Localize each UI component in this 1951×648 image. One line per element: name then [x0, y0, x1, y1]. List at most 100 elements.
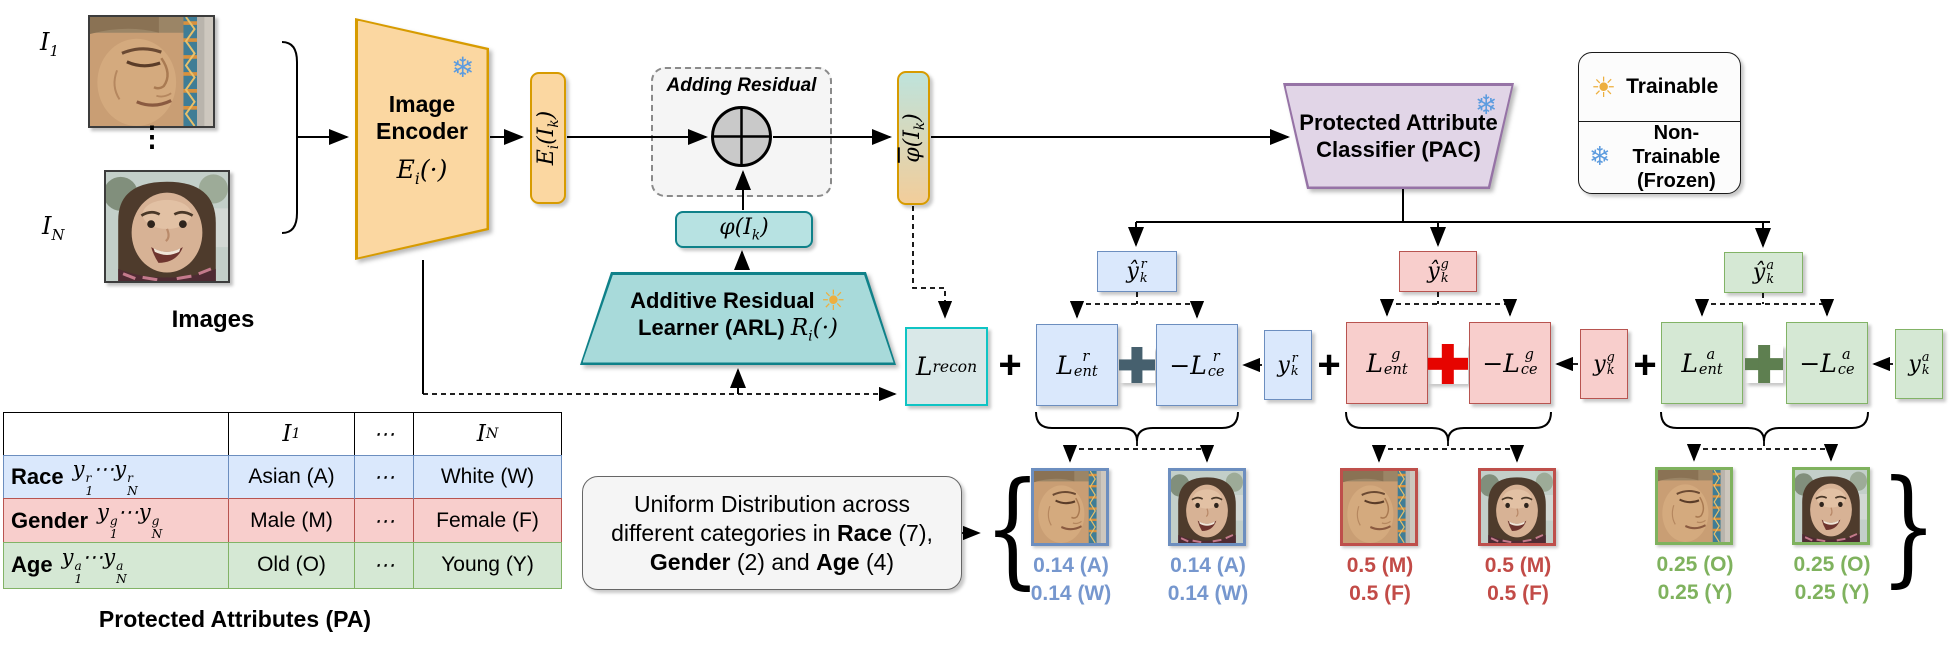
plus-icon-race — [1119, 347, 1155, 383]
gender-probabilities: 0.5 (M) 0.5 (F) — [1318, 552, 1442, 608]
race-dots: ⋯ — [354, 455, 413, 499]
output-face-gender-young — [1478, 468, 1556, 546]
gender-prob-m: 0.5 (M) — [1346, 554, 1414, 577]
table-header-dots: ⋯ — [354, 413, 413, 455]
age-prob-o: 0.25 (O) — [1793, 553, 1871, 576]
arl-title-text2: Learner (ARL) — [638, 314, 785, 340]
pac-node: ❄ Protected Attribute Classifier (PAC) — [1283, 83, 1514, 189]
input-image-1 — [88, 15, 215, 128]
input-image-1-label: I1 — [40, 28, 59, 60]
gender-prob-f: 0.5 (F) — [1487, 582, 1549, 605]
snowflake-icon: ❄ — [451, 50, 475, 84]
plus-operator: + — [1317, 343, 1341, 387]
plus-operator: + — [1633, 343, 1657, 387]
uniform-note-l3b: (2) and — [730, 548, 817, 575]
arl-node: Additive Residual ☀ Learner (ARL) Ri(·) — [580, 272, 896, 365]
race-prob-w: 0.14 (W) — [1030, 582, 1112, 605]
uniform-distribution-note: Uniform Distribution across different ca… — [582, 476, 962, 590]
pac-title-line1: Protected Attribute — [1299, 110, 1498, 135]
image-encoder-node: ❄ Image Encoder Ei(·) — [355, 18, 489, 260]
debiased-label: φ(Ik) — [899, 113, 928, 163]
uniform-note-l2c: (7), — [891, 519, 933, 546]
arl-title-line1: Additive Residual ☀ — [630, 283, 846, 317]
output-face-race-young — [1168, 468, 1246, 546]
age-value-n: Young (Y) — [413, 542, 561, 588]
images-vertical-dots: ⋮ — [138, 120, 166, 153]
output-face-race-old — [1031, 468, 1109, 546]
age-value-1: Old (O) — [228, 542, 354, 588]
race-value-n: White (W) — [413, 455, 561, 499]
encoder-output-label: Ei(Ik) — [533, 110, 563, 166]
table-caption: Protected Attributes (PA) — [98, 606, 372, 632]
encoder-output-feature: Ei(Ik) — [530, 72, 566, 204]
pac-title-line2: Classifier (PAC) — [1316, 137, 1481, 162]
legend-frozen-line2: (Frozen) — [1636, 170, 1716, 192]
residual-feature: φ(Ik) — [675, 211, 813, 248]
trainable-sun-icon: ☀ — [820, 283, 846, 317]
output-face-age-old — [1655, 467, 1733, 545]
plus-icon-gender — [1428, 344, 1468, 384]
trainable-sun-icon: ☀ — [1591, 70, 1617, 104]
plus-operator: + — [998, 343, 1022, 387]
encoder-title-line1: Image — [388, 90, 456, 117]
gender-probabilities: 0.5 (M) 0.5 (F) — [1456, 552, 1580, 608]
race-attr: Race — [11, 464, 64, 489]
legend-divider — [1579, 121, 1740, 122]
uniform-note-gender: Gender — [649, 548, 731, 575]
output-face-age-young — [1792, 467, 1870, 545]
legend: ☀ Trainable ❄ Non-Trainable (Frozen) — [1578, 52, 1741, 194]
uniform-note-line1: Uniform Distribution across — [633, 490, 911, 517]
uniform-note-l3d: (4) — [859, 548, 895, 575]
arl-title-line2: Learner (ARL) Ri(·) — [638, 314, 838, 351]
gender-prob-f: 0.5 (F) — [1349, 582, 1411, 605]
age-prob-o: 0.25 (O) — [1656, 553, 1734, 576]
images-caption: Images — [171, 306, 255, 333]
uniform-note-race: Race — [837, 519, 892, 546]
gender-dots: ⋯ — [354, 499, 413, 542]
legend-frozen-label: Non-Trainable (Frozen) — [1619, 121, 1740, 193]
age-attr: Age — [11, 552, 53, 577]
legend-row-frozen: ❄ Non-Trainable (Frozen) — [1579, 122, 1740, 192]
plus-icon-age — [1745, 345, 1783, 383]
table-header-empty — [4, 413, 228, 455]
race-prob-a: 0.14 (A) — [1033, 554, 1109, 577]
arl-formula: Ri(·) — [790, 314, 838, 345]
race-prob-w: 0.14 (W) — [1167, 582, 1249, 605]
uniform-note-l2a: different categories in — [611, 519, 837, 546]
adding-residual-panel: Adding Residual — [651, 67, 832, 197]
legend-trainable-label: Trainable — [1626, 75, 1719, 98]
race-probabilities: 0.14 (A) 0.14 (W) — [1009, 552, 1133, 608]
legend-frozen-line1: Non-Trainable — [1632, 122, 1721, 168]
input-image-n — [104, 170, 230, 283]
age-probabilities: 0.25 (O) 0.25 (Y) — [1633, 551, 1757, 607]
adding-residual-title: Adding Residual — [666, 75, 817, 96]
uniform-note-line3: Gender (2) and Age (4) — [611, 548, 933, 577]
snowflake-icon: ❄ — [1474, 89, 1498, 121]
debiased-feature: φ(Ik) — [897, 71, 930, 205]
age-probabilities: 0.25 (O) 0.25 (Y) — [1770, 551, 1894, 607]
